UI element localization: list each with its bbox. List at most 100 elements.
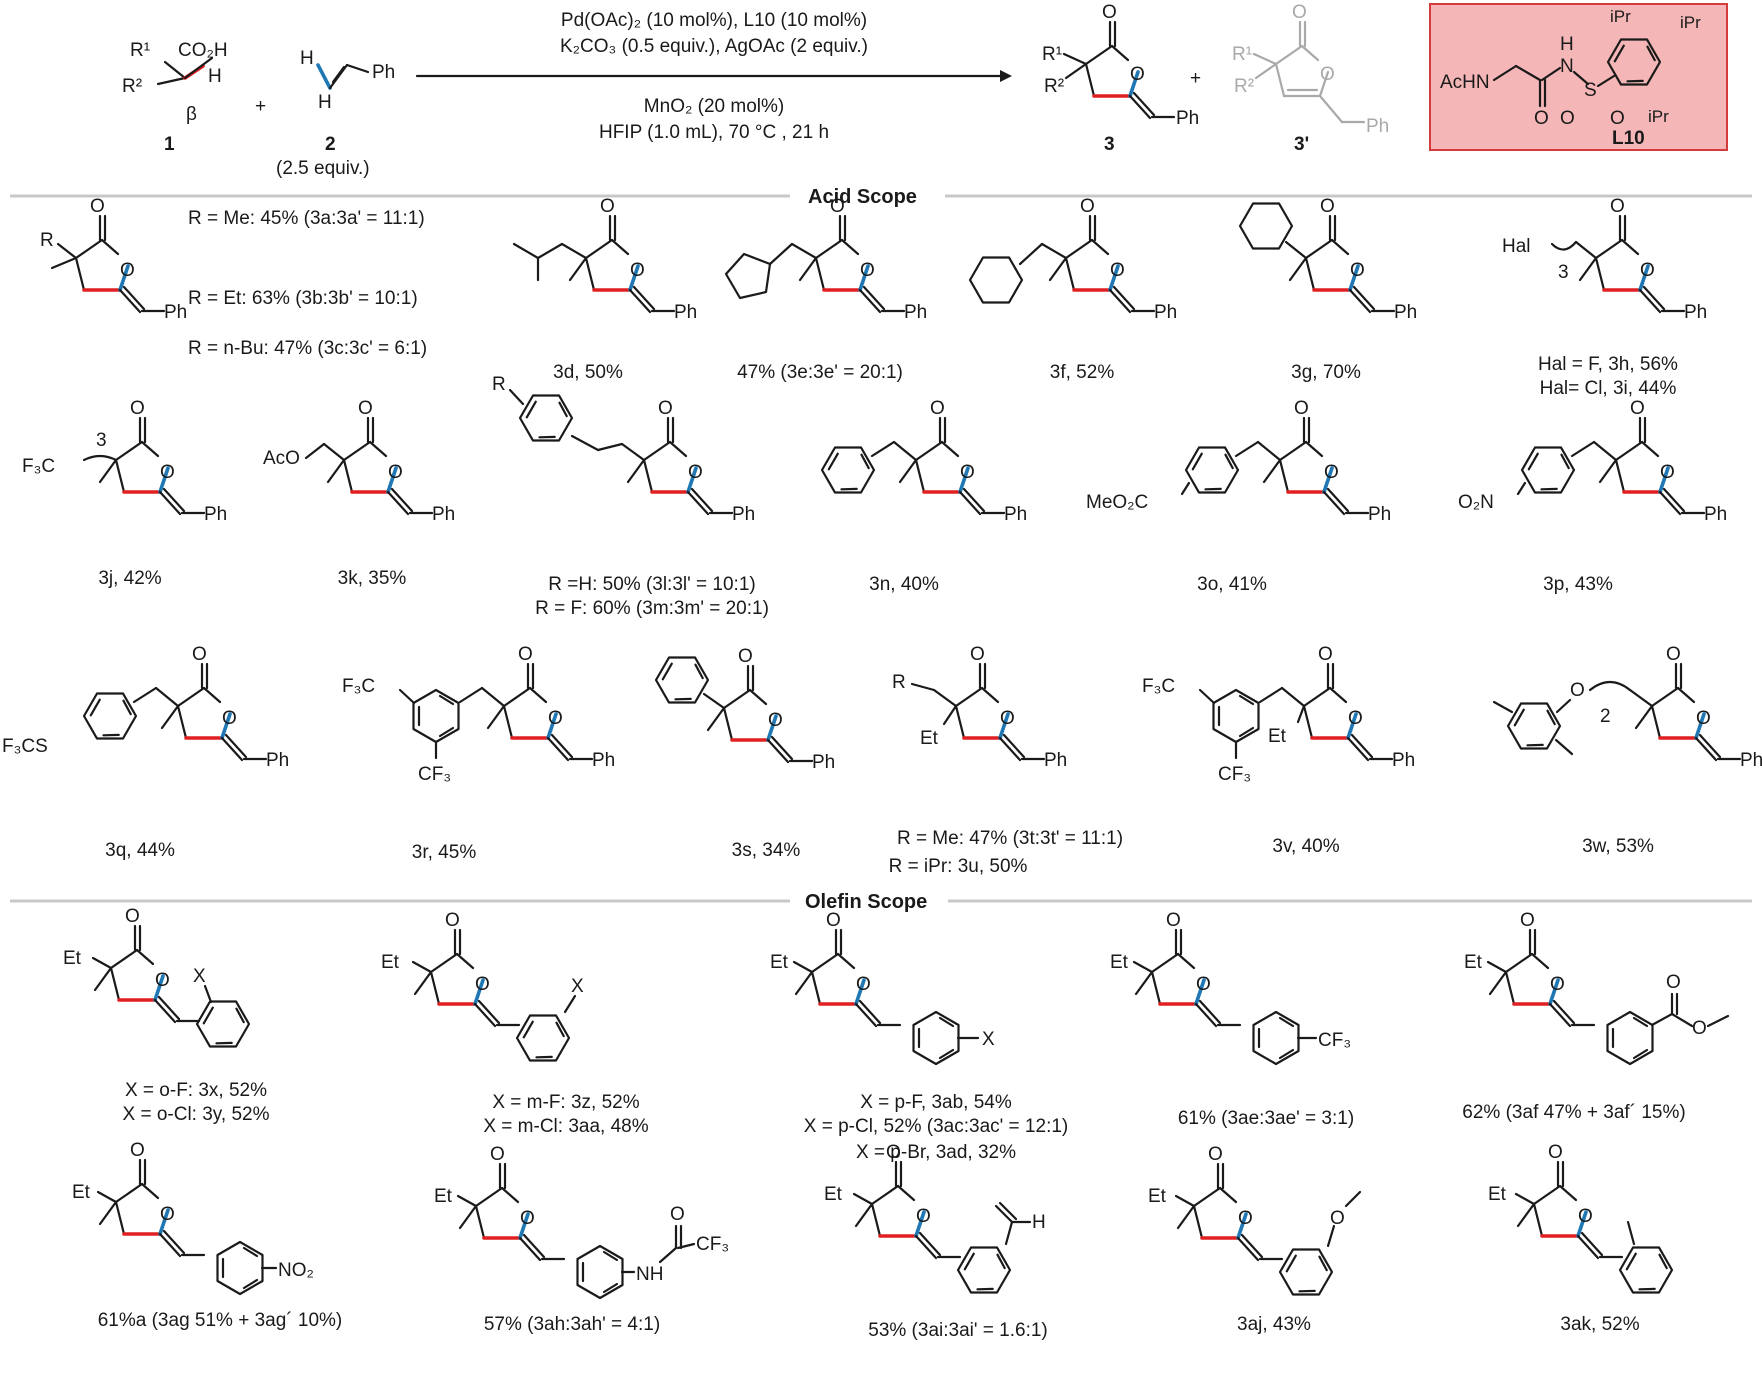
ligand-o-1: O bbox=[1560, 108, 1575, 129]
o2n-label: O₂N bbox=[1458, 492, 1494, 513]
et-label: Et bbox=[381, 952, 400, 973]
o-label: O bbox=[1324, 462, 1339, 483]
reactant-1: R¹ CO₂H R² H β 1 bbox=[122, 40, 228, 155]
et-label: Et bbox=[72, 1182, 91, 1203]
caption-3abad-line-1: X = p-F, 3ab, 54% bbox=[860, 1092, 1012, 1113]
et-label: Et bbox=[63, 948, 82, 969]
structure-3abad: O O Et X bbox=[770, 910, 995, 1066]
structure-3aj: O O Et O bbox=[1148, 1144, 1362, 1307]
reactant2-ph: Ph bbox=[372, 62, 395, 83]
et-label: Et bbox=[1110, 952, 1129, 973]
et-label: Et bbox=[434, 1186, 453, 1207]
reactant1-h: H bbox=[208, 66, 222, 87]
o-label: O bbox=[688, 462, 703, 483]
caption-3w: 3w, 53% bbox=[1582, 836, 1654, 857]
structure-3lm: O O R Ph bbox=[492, 374, 755, 525]
caption-3ak: 3ak, 52% bbox=[1560, 1314, 1639, 1335]
caption-3zaa-line-2: X = m-Cl: 3aa, 48% bbox=[483, 1116, 648, 1137]
o-label: O bbox=[1630, 398, 1645, 419]
ph-label: Ph bbox=[1368, 504, 1391, 525]
et-label: Et bbox=[1268, 726, 1287, 747]
o-label: O bbox=[1166, 910, 1181, 931]
ph-label: Ph bbox=[592, 750, 615, 771]
structure-3ai: O O Et H bbox=[824, 1142, 1046, 1305]
f3c-label: F₃C bbox=[22, 456, 55, 477]
nh-label: NH bbox=[636, 1264, 663, 1285]
reagent-line-4: HFIP (1.0 mL), 70 °C , 21 h bbox=[599, 122, 829, 143]
caption-3abc-line-2: R = Et: 63% (3b:3b' = 10:1) bbox=[188, 288, 418, 309]
caption-3abc-line-1: R = Me: 45% (3a:3a' = 11:1) bbox=[188, 208, 425, 229]
structure-3k: O O AcO Ph bbox=[263, 398, 455, 525]
structure-3f: O O Ph bbox=[962, 196, 1177, 323]
caption-3e: 47% (3e:3e' = 20:1) bbox=[737, 362, 903, 383]
o-label: O bbox=[1350, 260, 1365, 281]
caption-3r: 3r, 45% bbox=[412, 842, 477, 863]
f3cs-label: F₃CS bbox=[2, 736, 48, 757]
reactant1-beta: β bbox=[186, 104, 197, 125]
byproduct-o-carbonyl: O bbox=[1292, 2, 1307, 23]
ph-label: Ph bbox=[1740, 750, 1762, 771]
product3-ph: Ph bbox=[1176, 108, 1199, 129]
caption-3abc-line-3: R = n-Bu: 47% (3c:3c' = 6:1) bbox=[188, 338, 427, 359]
byproduct-number: 3' bbox=[1294, 134, 1309, 155]
caption-3g: 3g, 70% bbox=[1291, 362, 1361, 383]
caption-3ai: 53% (3ai:3ai' = 1.6:1) bbox=[868, 1320, 1048, 1341]
structure-3e: O O Ph bbox=[724, 196, 927, 323]
ligand-o-2: O bbox=[1610, 108, 1625, 129]
o-label: O bbox=[738, 646, 753, 667]
caption-3xy-line-2: X = o-Cl: 3y, 52% bbox=[123, 1104, 270, 1125]
structure-3abc: O O R Ph bbox=[40, 196, 187, 323]
ph-label: Ph bbox=[1684, 302, 1707, 323]
o-label: O bbox=[130, 398, 145, 419]
o-label: O bbox=[160, 462, 175, 483]
o-label: O bbox=[1208, 1144, 1223, 1165]
caption-3p: 3p, 43% bbox=[1543, 574, 1613, 595]
reaction-scheme: R¹ CO₂H R² H β 1 + H Ph H 2 (2.5 equiv.)… bbox=[122, 2, 1728, 179]
o-label: O bbox=[475, 974, 490, 995]
structure-3ae: O O Et CF₃ bbox=[1110, 910, 1351, 1066]
o-label: O bbox=[160, 1204, 175, 1225]
o-label: O bbox=[548, 708, 563, 729]
structure-3ah: O O Et NH O CF₃ bbox=[434, 1144, 729, 1300]
et-label: Et bbox=[824, 1184, 843, 1205]
caption-3ah: 57% (3ah:3ah' = 4:1) bbox=[484, 1314, 660, 1335]
reagent-line-1: Pd(OAc)₂ (10 mol%), L10 (10 mol%) bbox=[561, 10, 867, 31]
structure-3ak: O O Et bbox=[1488, 1142, 1680, 1305]
structure-3zaa: O O Et X bbox=[381, 910, 584, 1073]
r-label: R bbox=[40, 230, 54, 251]
caption-3xy-line-1: X = o-F: 3x, 52% bbox=[125, 1080, 267, 1101]
byproduct-r1: R¹ bbox=[1232, 44, 1252, 65]
caption-3tu-line-1: R = Me: 47% (3t:3t' = 11:1) bbox=[897, 828, 1123, 849]
caption-3o: 3o, 41% bbox=[1197, 574, 1267, 595]
product3-o-carbonyl: O bbox=[1102, 2, 1117, 23]
x-label: X bbox=[571, 976, 584, 997]
olefin-scope-title: Olefin Scope bbox=[805, 891, 927, 913]
o-label: O bbox=[130, 1140, 145, 1161]
ph-label: Ph bbox=[1394, 302, 1417, 323]
caption-3n: 3n, 40% bbox=[869, 574, 939, 595]
o-label: O bbox=[658, 398, 673, 419]
o-label-ether: O bbox=[1570, 680, 1585, 701]
ligand-o-amide: O bbox=[1534, 108, 1549, 129]
caption-3zaa-line-1: X = m-F: 3z, 52% bbox=[492, 1092, 639, 1113]
plus-sign-2: + bbox=[1190, 68, 1201, 89]
arrow-head bbox=[1000, 70, 1012, 82]
h-label-aldehyde: H bbox=[1032, 1212, 1046, 1233]
o-label: O bbox=[358, 398, 373, 419]
caption-3abad-line-3: X = p-Br, 3ad, 32% bbox=[856, 1142, 1016, 1163]
o-label: O bbox=[1348, 708, 1363, 729]
o-label-methoxy: O bbox=[1330, 1208, 1345, 1229]
caption-3lm-line-2: R = F: 60% (3m:3m' = 20:1) bbox=[535, 598, 769, 619]
et-label: Et bbox=[1464, 952, 1483, 973]
o-label: O bbox=[930, 398, 945, 419]
o-label: O bbox=[1196, 974, 1211, 995]
o-label: O bbox=[120, 260, 135, 281]
r-label: R bbox=[892, 672, 906, 693]
reactant1-co2h: CO₂H bbox=[178, 40, 228, 61]
cf3-label: CF₃ bbox=[1218, 764, 1251, 785]
o-label: O bbox=[860, 260, 875, 281]
reactant1-r1: R¹ bbox=[130, 40, 150, 61]
o-label: O bbox=[960, 462, 975, 483]
o-label-amide: O bbox=[670, 1204, 685, 1225]
caption-3aj: 3aj, 43% bbox=[1237, 1314, 1311, 1335]
